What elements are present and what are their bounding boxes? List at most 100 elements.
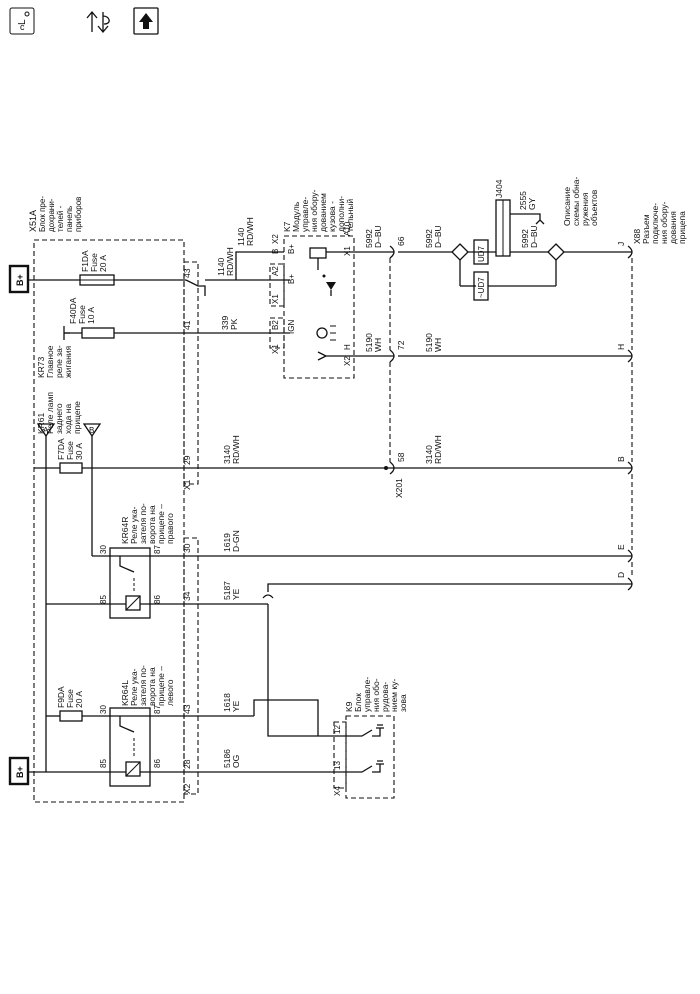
connector-pin-66: 66 xyxy=(389,236,406,259)
svg-text:Разъем: Разъем xyxy=(641,214,651,244)
x88-pin-b: B xyxy=(616,456,633,475)
svg-text:A: A xyxy=(43,426,49,435)
svg-text:управле-: управле- xyxy=(362,677,372,712)
svg-text:Fuse: Fuse xyxy=(65,689,75,708)
svg-text:Fuse: Fuse xyxy=(77,305,87,324)
x88-pin-e: E xyxy=(616,544,633,563)
x88-pin-j: J xyxy=(616,242,633,259)
module-k7-label: K7 Модуль управле- ния обору- дованием к… xyxy=(282,189,355,232)
svg-text:дования: дования xyxy=(668,211,678,244)
svg-text:прицепа: прицепа xyxy=(677,211,687,244)
service-updown-icon[interactable] xyxy=(86,10,110,34)
connector-x2-outline xyxy=(183,537,199,795)
module-k9-label: K9 Блок управле- ния обо- рудова- нием к… xyxy=(344,677,408,712)
svg-text:B+: B+ xyxy=(15,766,25,778)
wire-339-label: 339 PK xyxy=(220,316,239,330)
svg-text:58: 58 xyxy=(396,452,406,462)
svg-text:RD/WH: RD/WH xyxy=(225,247,235,276)
svg-text:UD7: UD7 xyxy=(477,245,486,262)
wire-5992-label: 5992 D–BU xyxy=(364,225,383,248)
svg-text:A2: A2 xyxy=(271,266,280,276)
wire-1140-k7-label: 1140 RD/WH xyxy=(236,217,255,246)
svg-text:правого: правого xyxy=(165,513,175,544)
svg-text:RD/WH: RD/WH xyxy=(245,217,255,246)
svg-text:Реле ламп: Реле ламп xyxy=(45,392,55,434)
fuse-block-x51a-label: X51A Блок пре- дохрани- телей - панель п… xyxy=(28,196,83,232)
svg-text:Блок пре-: Блок пре- xyxy=(38,196,47,232)
svg-text:ния обору-: ния обору- xyxy=(659,201,669,244)
svg-text:F7DA: F7DA xyxy=(56,438,66,460)
svg-text:A10: A10 xyxy=(343,221,352,236)
svg-text:подключе-: подключе- xyxy=(650,203,660,244)
arrow-up-icon[interactable] xyxy=(133,7,159,35)
svg-text:X4: X4 xyxy=(333,786,342,796)
connector-pin-72: 72 xyxy=(389,340,406,363)
connector-triangle-a xyxy=(36,423,56,438)
svg-text:D: D xyxy=(616,572,626,578)
svg-text:RD/WH: RD/WH xyxy=(231,435,241,464)
svg-text:D–BU: D–BU xyxy=(433,225,443,248)
svg-text:KR64L: KR64L xyxy=(120,680,130,706)
wire-5190b-label: 5190 WH xyxy=(424,333,443,352)
connector-triangle-b xyxy=(82,423,102,438)
wire-2555-label: 2555 GY xyxy=(518,191,537,210)
relay-kr73-label: KR73 Главное реле за- жигания xyxy=(36,345,73,378)
svg-text:PK: PK xyxy=(229,318,239,330)
svg-text:87: 87 xyxy=(153,545,162,554)
svg-text:дохрани-: дохрани- xyxy=(47,198,56,232)
svg-text:Fuse: Fuse xyxy=(89,253,99,272)
svg-text:KR61: KR61 xyxy=(36,412,46,434)
svg-text:тельный: тельный xyxy=(345,199,355,232)
svg-text:ворота на: ворота на xyxy=(147,505,157,544)
svg-text:339: 339 xyxy=(220,316,230,330)
svg-text:87: 87 xyxy=(153,705,162,714)
svg-text:29: 29 xyxy=(182,455,192,465)
svg-text:30: 30 xyxy=(99,705,108,714)
svg-text:Реле ука-: Реле ука- xyxy=(129,668,139,706)
fuse-block-x51a-outline xyxy=(33,239,185,803)
svg-text:объектов: объектов xyxy=(589,189,599,226)
svg-text:X1: X1 xyxy=(271,344,280,354)
svg-text:кузова -: кузова - xyxy=(327,201,337,232)
svg-text:прицепе –: прицепе – xyxy=(156,666,166,706)
svg-text:RD/WH: RD/WH xyxy=(433,435,443,464)
svg-text:85: 85 xyxy=(99,759,108,768)
svg-text:41: 41 xyxy=(182,320,192,330)
battery-plus-terminal-bottom: B+ xyxy=(8,756,30,786)
svg-text:30: 30 xyxy=(99,545,108,554)
svg-text:телей -: телей - xyxy=(56,205,65,232)
svg-text:5992: 5992 xyxy=(424,229,434,248)
connector-x1-outline xyxy=(183,261,199,485)
x88-pin-h: H xyxy=(616,344,633,363)
svg-text:Реле ука-: Реле ука- xyxy=(129,506,139,544)
svg-text:5187: 5187 xyxy=(222,581,232,600)
location-icon[interactable]: L c xyxy=(9,7,35,35)
svg-text:X1: X1 xyxy=(182,479,192,490)
svg-text:86: 86 xyxy=(153,595,162,604)
svg-text:~UD7: ~UD7 xyxy=(477,277,486,298)
svg-text:12: 12 xyxy=(333,725,342,734)
svg-text:F9DA: F9DA xyxy=(56,686,66,708)
svg-text:10 A: 10 A xyxy=(86,307,96,324)
svg-text:X2: X2 xyxy=(343,356,352,366)
svg-text:D-GN: D-GN xyxy=(231,530,241,552)
svg-text:5992: 5992 xyxy=(520,229,530,248)
svg-text:рудова-: рудова- xyxy=(380,682,390,712)
svg-text:OG: OG xyxy=(231,755,241,768)
svg-text:IGN: IGN xyxy=(287,320,296,334)
svg-text:B: B xyxy=(271,249,280,254)
svg-text:хода на: хода на xyxy=(63,404,73,434)
svg-text:левого: левого xyxy=(165,679,175,706)
object-detection-note: Описание схемы обна- ружения объектов xyxy=(562,177,599,226)
svg-text:X88: X88 xyxy=(632,229,642,244)
svg-text:Fuse: Fuse xyxy=(65,441,75,460)
svg-text:3140: 3140 xyxy=(424,445,434,464)
svg-text:1618: 1618 xyxy=(222,693,232,712)
relay-kr64r-label: KR64R Реле ука- зателя по- ворота на при… xyxy=(120,503,175,544)
svg-text:B: B xyxy=(89,426,94,435)
svg-text:F1DA: F1DA xyxy=(80,250,90,272)
fuse-f40da-label: F40DA Fuse 10 A xyxy=(68,297,96,324)
svg-text:YE: YE xyxy=(231,588,241,600)
wire-1618-label: 1618 YE xyxy=(222,693,241,712)
